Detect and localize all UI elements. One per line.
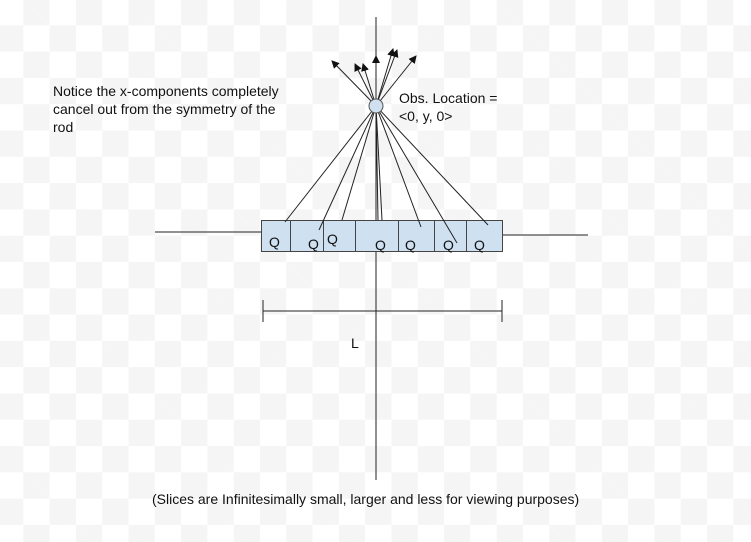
observer-label: Obs. Location = <0, y, 0>: [399, 89, 497, 125]
charge-label: Q: [474, 237, 485, 253]
observation-point: [368, 98, 384, 114]
charge-label: Q: [405, 237, 416, 253]
charge-label: Q: [327, 231, 338, 247]
note-line: rod: [53, 119, 74, 135]
length-dimension: [262, 300, 503, 322]
length-label: L: [351, 335, 359, 351]
note-line: cancel out from the symmetry of the: [53, 101, 276, 117]
observer-line: Obs. Location =: [399, 90, 498, 106]
charged-rod: [261, 220, 503, 252]
caption: (Slices are Infinitesimally small, large…: [152, 491, 580, 507]
charge-label: Q: [269, 234, 280, 250]
charge-label: Q: [443, 237, 454, 253]
note-line: Notice the x-components completely: [53, 83, 279, 99]
field-lines: [284, 105, 489, 244]
charge-label: Q: [308, 236, 319, 252]
symmetry-note: Notice the x-components completely cance…: [53, 82, 279, 136]
observer-coords: <0, y, 0>: [399, 108, 453, 124]
charge-label: Q: [375, 237, 386, 253]
field-vector-arrows: [331, 48, 417, 107]
